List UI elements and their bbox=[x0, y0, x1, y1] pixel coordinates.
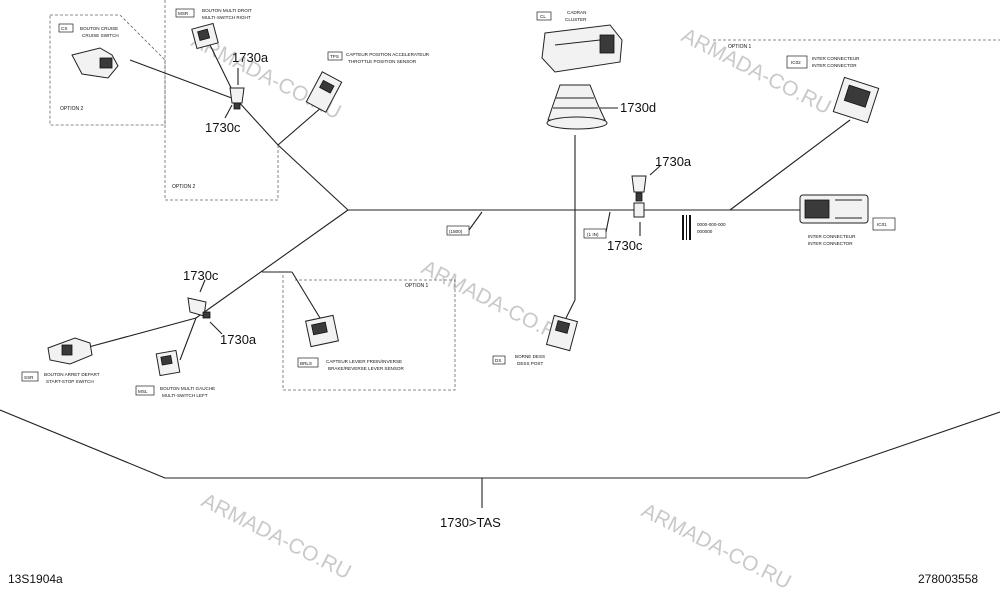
tag-right: (1 IN) bbox=[587, 232, 599, 237]
option2-label-b: OPTION 2 bbox=[172, 184, 196, 190]
ref-1730c-right: 1730c bbox=[607, 238, 643, 253]
ic-bottom-fr: INTER CONNECTEUR bbox=[808, 234, 856, 239]
figure-id-left: 13S1904a bbox=[8, 572, 63, 586]
msl-code: MSL bbox=[138, 389, 148, 394]
tps-fr: CAPTEUR POSITION ACCELERATEUR bbox=[346, 52, 430, 57]
dess-post: DS BORNE DESS DESS POST bbox=[492, 314, 579, 366]
ic-bottom-code: IC01 bbox=[877, 222, 887, 227]
cruise-en: CRUISE SWITCH bbox=[82, 33, 119, 38]
ref-1730a-left: 1730a bbox=[220, 332, 257, 347]
tps-code: TPS bbox=[330, 54, 339, 59]
barcode-text-2: 000000 bbox=[697, 229, 713, 234]
option-boxes: OPTION 2 OPTION 2 OPTION 1 OPTION 1 bbox=[49, 0, 1000, 391]
cluster: CL CADRAN CLUSTER bbox=[536, 10, 623, 73]
watermark-4: ARMADA-CO.RU bbox=[198, 489, 355, 584]
harness-tags: (1800) (1 IN) 0000-000-000 000000 bbox=[446, 211, 726, 240]
figure-id-right: 278003558 bbox=[918, 572, 978, 586]
cruise-switch: CS BOUTON CRUISE CRUISE SWITCH bbox=[58, 23, 119, 79]
ic-top-fr: INTER CONNECTEUR bbox=[812, 56, 860, 61]
watermark-2: ARMADA-CO.RU bbox=[678, 24, 835, 119]
barcode-text-1: 0000-000-000 bbox=[697, 222, 726, 227]
fittings bbox=[187, 84, 647, 319]
ref-1730d: 1730d bbox=[620, 100, 656, 115]
ic-top-en: INTER CONNECTOR bbox=[812, 63, 857, 68]
dess-en: DESS POST bbox=[517, 361, 543, 366]
option1-label-mid: OPTION 1 bbox=[405, 283, 429, 289]
option1-box-mid bbox=[282, 275, 456, 391]
brls-code: BRLS bbox=[300, 361, 312, 366]
ref-1730a-right: 1730a bbox=[655, 154, 692, 169]
msr-code: MSR bbox=[178, 11, 189, 16]
ref-1730c-top: 1730c bbox=[205, 120, 241, 135]
grommet-top-left bbox=[229, 87, 245, 104]
harness-wires bbox=[0, 44, 1000, 508]
watermark-5: ARMADA-CO.RU bbox=[638, 499, 795, 590]
brls-fr: CAPTEUR LEVIER FREIN/INVERSE bbox=[326, 359, 402, 364]
brls-en: BRAKE/REVERSE LEVER SENSOR bbox=[328, 366, 405, 371]
callouts: 1730a 1730c 1730d 1730a 1730c 1730c 1730… bbox=[183, 50, 692, 530]
inter-connector-bottom: IC01 INTER CONNECTEUR INTER CONNECTOR bbox=[799, 194, 896, 246]
inter-connector-top: IC02 INTER CONNECTEUR INTER CONNECTOR bbox=[786, 55, 880, 124]
ssr-en: START-STOP SWITCH bbox=[46, 379, 94, 384]
cruise-fr: BOUTON CRUISE bbox=[80, 26, 118, 31]
dess-fr: BORNE DESS bbox=[515, 354, 545, 359]
ref-1730c-left: 1730c bbox=[183, 268, 219, 283]
watermarks: ARMADA-CO.RU ARMADA-CO.RU ARMADA-CO.RU A… bbox=[188, 24, 835, 590]
option1-label-right: OPTION 1 bbox=[728, 44, 752, 50]
barcode-label: 0000-000-000 000000 bbox=[682, 215, 726, 240]
tps-en: THROTTLE POSITION SENSOR bbox=[348, 59, 417, 64]
cluster-en: CLUSTER bbox=[565, 17, 587, 22]
brake-reverse-lever-sensor: BRLS CAPTEUR LEVIER FREIN/INVERSE BRAKE/… bbox=[297, 314, 405, 371]
ref-1730-tas: 1730>TAS bbox=[440, 515, 501, 530]
ic-top-code: IC02 bbox=[791, 60, 801, 65]
msl-fr: BOUTON MULTI GAUCHE bbox=[160, 386, 215, 391]
cluster-boot bbox=[547, 84, 606, 121]
multi-switch-right: MSR BOUTON MULTI DROIT MULTI-SWITCH RIGH… bbox=[175, 8, 252, 50]
msl-en: MULTI-SWITCH LEFT bbox=[162, 393, 208, 398]
msr-en: MULTI-SWITCH RIGHT bbox=[202, 15, 251, 20]
option2-box-mid bbox=[164, 0, 279, 201]
ref-1730a-top: 1730a bbox=[232, 50, 269, 65]
start-stop-switch: SSR BOUTON ARRET DEPART START-STOP SWITC… bbox=[21, 337, 100, 384]
ic-bottom-en: INTER CONNECTOR bbox=[808, 241, 853, 246]
msr-fr: BOUTON MULTI DROIT bbox=[202, 8, 252, 13]
cluster-code: CL bbox=[540, 14, 546, 19]
grommet-right bbox=[631, 175, 647, 193]
throttle-position-sensor: TPS CAPTEUR POSITION ACCELERATEUR THROTT… bbox=[305, 51, 430, 113]
tag-mid: (1800) bbox=[449, 229, 463, 234]
cluster-fr: CADRAN bbox=[567, 10, 586, 15]
ssr-fr: BOUTON ARRET DEPART bbox=[44, 372, 100, 377]
option2-label-a: OPTION 2 bbox=[60, 106, 84, 112]
cruise-code: CS bbox=[61, 26, 67, 31]
dess-code: DS bbox=[495, 358, 501, 363]
multi-switch-left: MSL BOUTON MULTI GAUCHE MULTI-SWITCH LEF… bbox=[135, 349, 215, 398]
ssr-code: SSR bbox=[24, 375, 34, 380]
